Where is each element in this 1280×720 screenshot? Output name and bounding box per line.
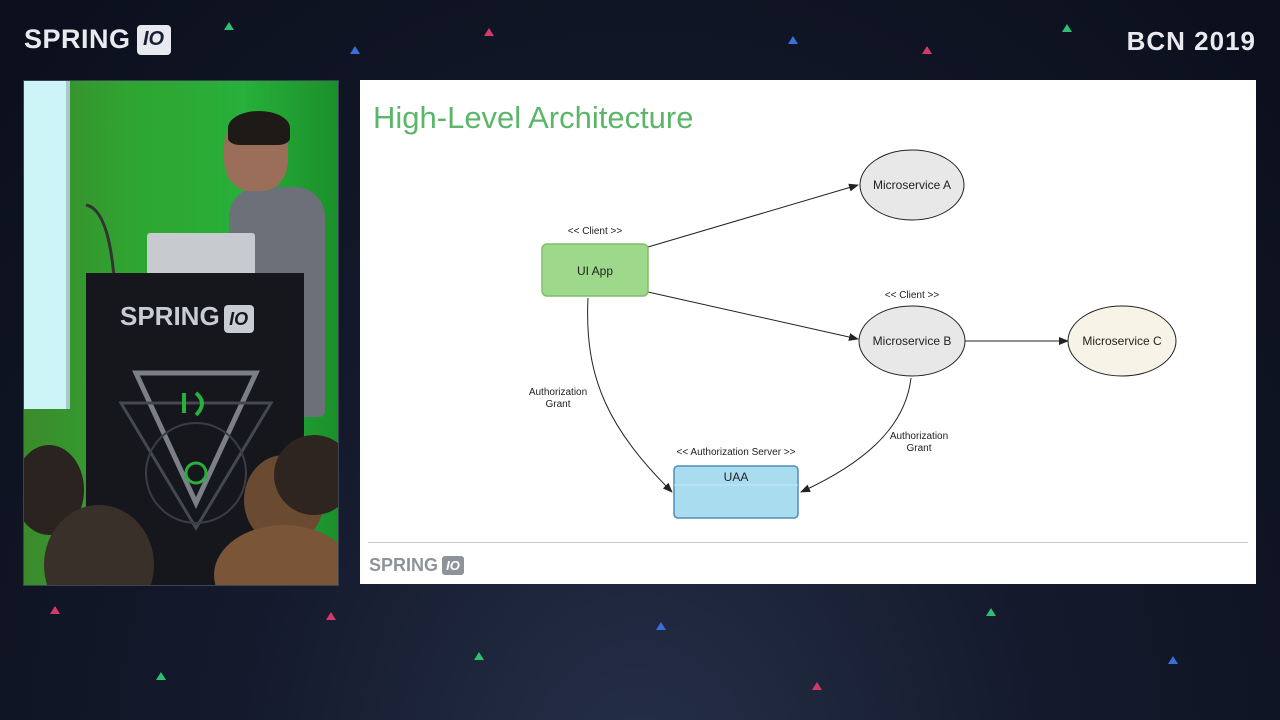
confetti-triangle	[156, 672, 166, 680]
audience-head	[214, 525, 338, 585]
edge-ui-app-to-microservice-b	[647, 291, 859, 341]
event-logo-wordmark: SPRING	[24, 24, 131, 54]
confetti-triangle	[656, 622, 666, 630]
slide: High-Level Architecture UI App << Client…	[360, 80, 1256, 584]
slide-title: High-Level Architecture	[373, 100, 694, 135]
confetti-triangle	[326, 612, 336, 620]
node-microservice-b-stereotype: << Client >>	[885, 290, 940, 301]
edge-label-ui-app-uaa-line2: Grant	[545, 399, 570, 410]
node-microservice-c-label: Microservice C	[1082, 334, 1162, 348]
node-microservice-c: Microservice C	[1067, 305, 1177, 377]
confetti-triangle	[788, 36, 798, 44]
event-logo-badge: IO	[136, 24, 171, 55]
architecture-diagram: UI App << Client >> Microservice A Micro…	[529, 149, 1177, 519]
node-uaa: UAA << Authorization Server >>	[673, 447, 799, 519]
projection-screen-edge	[24, 81, 70, 409]
edge-label-microservice-b-uaa-line1: Authorization	[890, 431, 948, 442]
node-ui-app-label: UI App	[577, 264, 613, 278]
node-microservice-a: Microservice A	[859, 149, 965, 221]
confetti-triangle	[224, 22, 234, 30]
edge-microservice-b-to-uaa	[800, 377, 912, 493]
slide-footer-badge: IO	[442, 556, 465, 575]
edge-label-ui-app-uaa-line1: Authorization	[529, 387, 587, 398]
slide-footer-logo: SPRING IO	[369, 555, 465, 576]
confetti-triangle	[350, 46, 360, 54]
podium-emblem	[118, 370, 274, 531]
confetti-triangle	[986, 608, 996, 616]
node-uaa-stereotype: << Authorization Server >>	[677, 447, 796, 458]
node-ui-app: UI App << Client >>	[541, 226, 649, 297]
confetti-triangle	[474, 652, 484, 660]
laptop	[147, 233, 255, 275]
confetti-triangle	[1062, 24, 1072, 32]
edge-label-microservice-b-uaa-line2: Grant	[906, 443, 931, 454]
confetti-triangle	[1168, 656, 1178, 664]
audience-head	[274, 435, 338, 515]
node-microservice-b-label: Microservice B	[873, 334, 952, 348]
podium-logo-badge: IO	[223, 305, 254, 333]
node-ui-app-stereotype: << Client >>	[568, 226, 623, 237]
confetti-triangle	[922, 46, 932, 54]
confetti-triangle	[50, 606, 60, 614]
node-microservice-b: Microservice B << Client >>	[858, 290, 966, 377]
microphone-stand	[85, 203, 116, 278]
event-location-year: BCN 2019	[1126, 26, 1256, 56]
audience	[24, 435, 338, 585]
speaker-hair	[228, 111, 290, 145]
event-logo: SPRING IO	[24, 24, 171, 55]
node-microservice-a-label: Microservice A	[873, 178, 951, 192]
confetti-triangle	[484, 28, 494, 36]
node-uaa-label: UAA	[724, 470, 749, 484]
podium-logo-wordmark: SPRING	[120, 301, 220, 331]
footer-divider	[368, 542, 1248, 543]
edge-ui-app-to-microservice-a	[647, 183, 859, 248]
confetti-triangle	[812, 682, 822, 690]
edge-ui-app-to-uaa	[587, 297, 673, 493]
slide-footer-wordmark: SPRING	[369, 555, 439, 575]
